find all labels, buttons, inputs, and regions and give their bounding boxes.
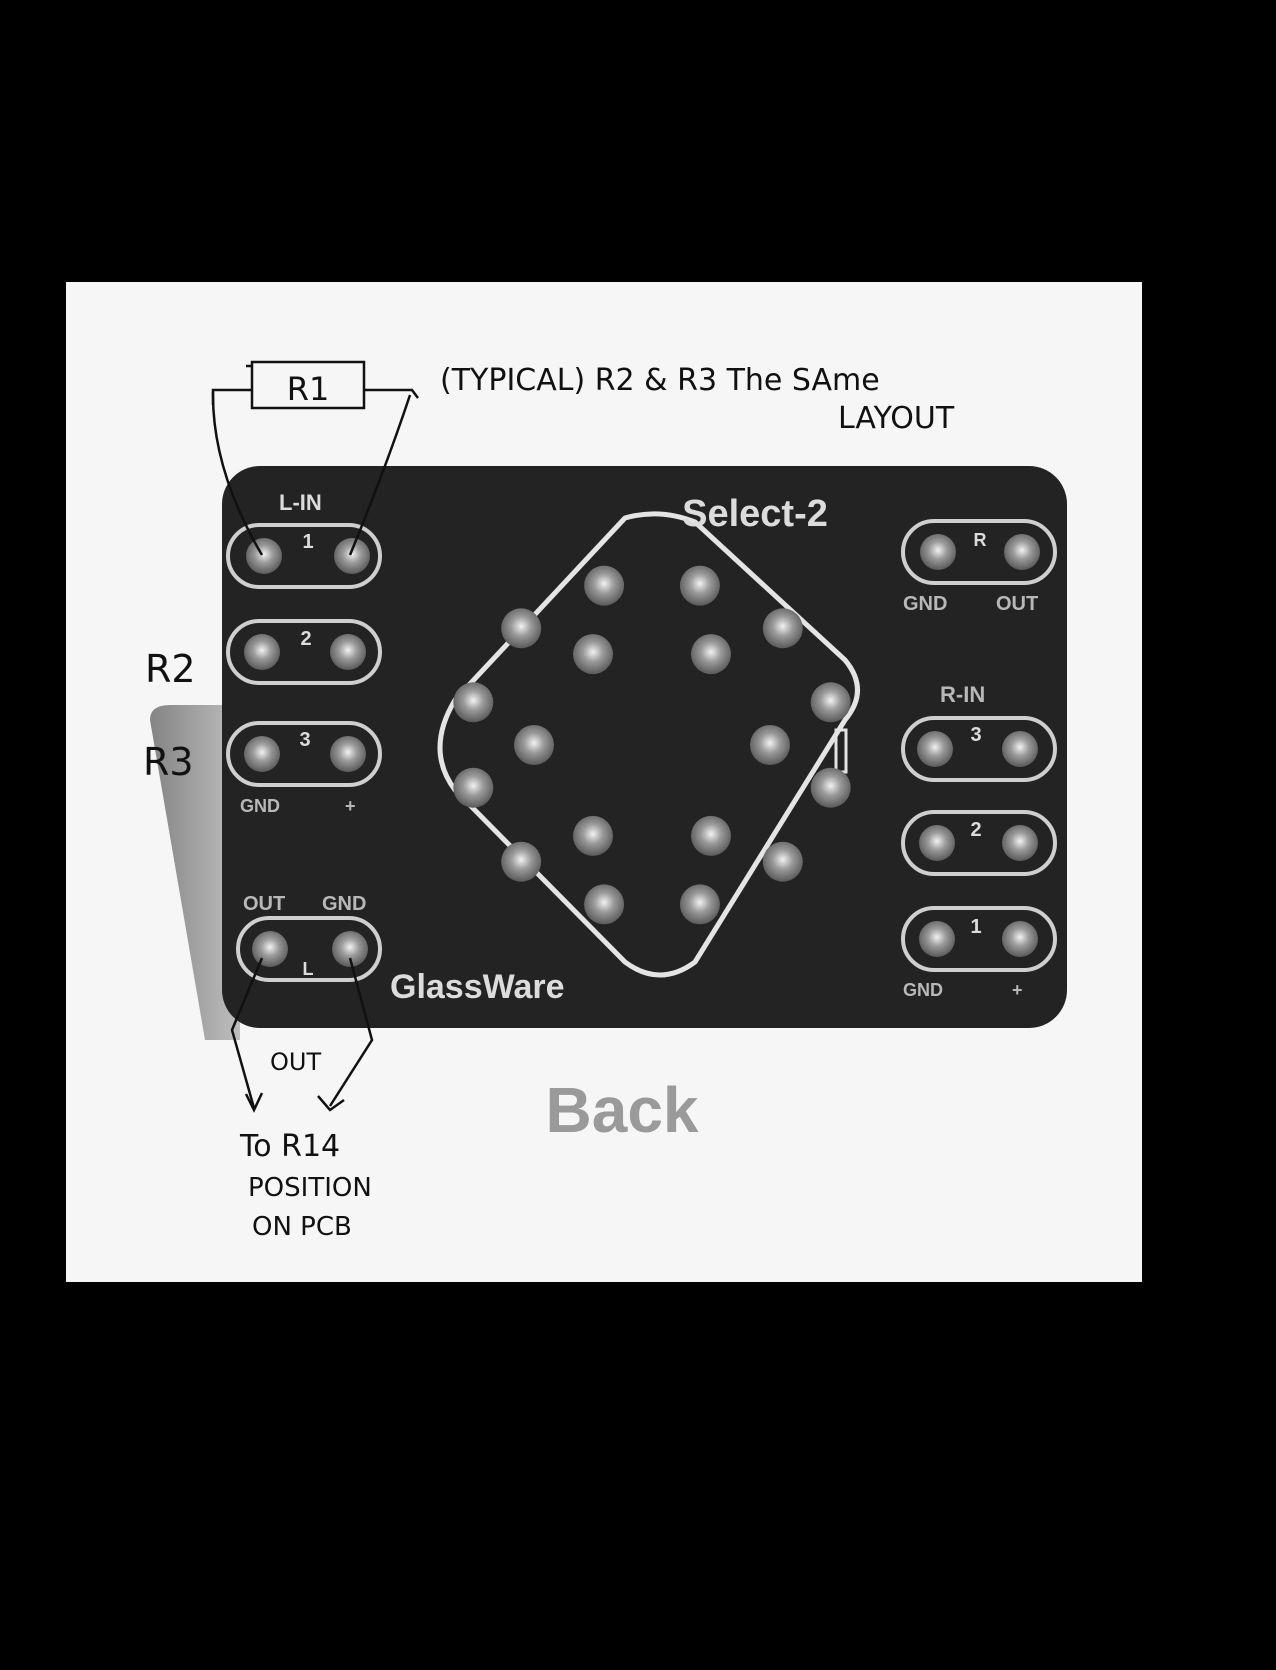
resistor-sketch: [211, 360, 419, 556]
socket-pin-inner: [691, 634, 731, 675]
left-out-label: OUT: [243, 893, 285, 915]
right-pad-number-1: 1: [970, 916, 981, 938]
right-pad-group-1: 1: [901, 906, 1057, 972]
socket-pin-outer: [810, 682, 851, 723]
socket-pin-outer: [762, 608, 803, 649]
pad-number-3: 3: [299, 729, 310, 751]
left-pad-group-1: 1: [226, 523, 382, 589]
socket-pin-inner: [573, 634, 613, 675]
left-out-pad-group: L: [236, 916, 382, 982]
socket-pin-outer: [679, 565, 720, 606]
socket-pins: [453, 565, 851, 925]
board-shadow: [150, 705, 240, 1040]
socket-pin-outer: [453, 682, 494, 723]
socket-pin-inner: [750, 725, 790, 765]
socket-pin-outer: [501, 841, 542, 882]
socket-pin-inner: [691, 815, 731, 856]
note-line-2: LAYOUT: [838, 401, 955, 436]
note-line-1: (TYPICAL) R2 & R3 The SAme: [440, 363, 880, 398]
left-input-label: L-IN: [279, 490, 322, 515]
right-out-out-label: OUT: [996, 593, 1038, 615]
resistor-r1-label: R1: [287, 370, 330, 408]
left-plus-label: +: [345, 796, 356, 816]
right-pad-number-2: 2: [970, 819, 981, 841]
left-pad-group-3: 3: [226, 721, 382, 787]
socket-pin-outer: [584, 565, 625, 606]
back-side-label: Back: [546, 1074, 699, 1146]
left-gnd-label: GND: [240, 796, 280, 816]
right-out-pad-group: R: [901, 519, 1057, 585]
output-leads-sketch: [230, 957, 374, 1113]
destination-line-2: POSITION: [248, 1173, 372, 1203]
right-plus-label: +: [1012, 980, 1023, 1000]
r2-label: R2: [145, 647, 196, 691]
left-channel-label: L: [303, 959, 314, 979]
socket-pin-outer: [810, 767, 851, 808]
brand-label: GlassWare: [390, 968, 565, 1006]
socket-pin-inner: [573, 815, 613, 856]
socket-pin-outer: [501, 608, 542, 649]
r3-label: R3: [143, 740, 194, 784]
socket-pin-inner: [514, 725, 554, 765]
out-annotation: OUT: [270, 1048, 321, 1076]
right-input-label: R-IN: [940, 682, 985, 707]
tube-socket-outline: [437, 511, 860, 978]
socket-pin-outer: [762, 841, 803, 882]
socket-pin-outer: [453, 767, 494, 808]
right-pad-group-3: 3: [901, 716, 1057, 782]
right-pad-number-3: 3: [970, 724, 981, 746]
left-pad-group-2: 2: [226, 619, 382, 685]
socket-pin-outer: [679, 884, 720, 925]
right-gnd-label: GND: [903, 980, 943, 1000]
socket-pin-outer: [584, 884, 625, 925]
right-channel-label: R: [974, 530, 987, 550]
right-out-gnd-label: GND: [903, 593, 947, 615]
pcb-board: [222, 466, 1067, 1028]
left-out-gnd-label: GND: [322, 893, 366, 915]
pad-number-1: 1: [302, 531, 313, 553]
right-pad-group-2: 2: [901, 810, 1057, 876]
destination-line-1: To R14: [239, 1129, 340, 1164]
board-title: Select-2: [682, 493, 828, 535]
destination-line-3: ON PCB: [252, 1212, 352, 1242]
pad-number-2: 2: [300, 628, 311, 650]
